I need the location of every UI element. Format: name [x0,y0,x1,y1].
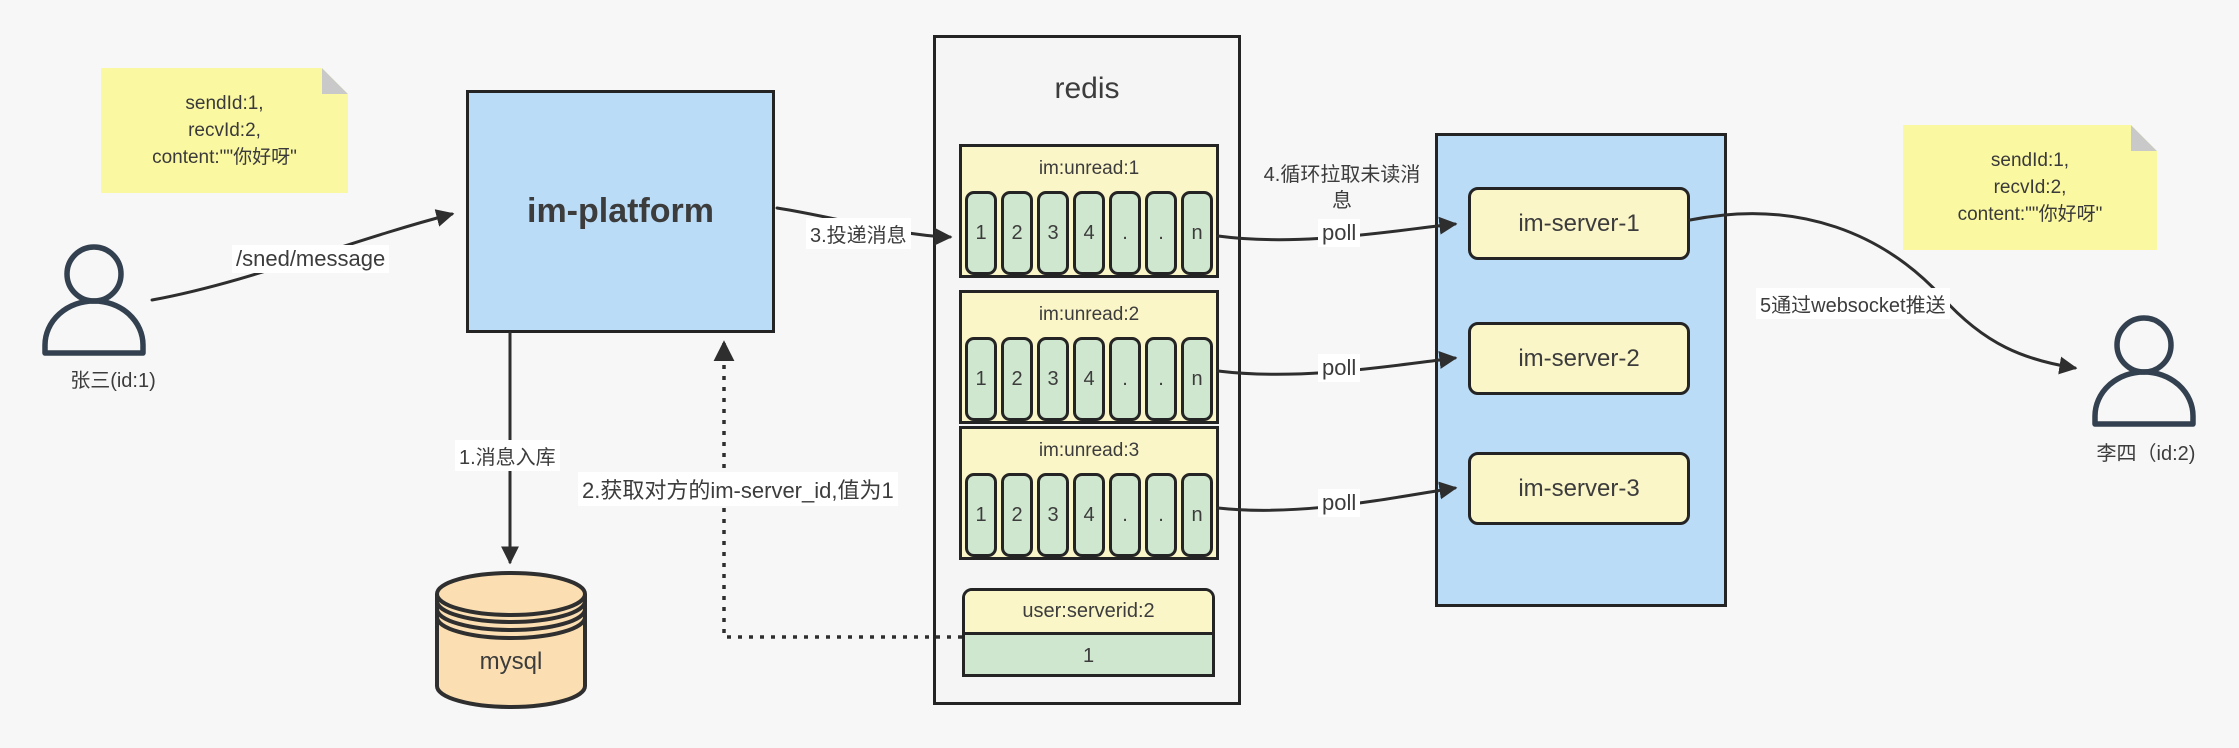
queue-cell: . [1109,191,1141,275]
edge-label-poll-3: poll [1318,489,1361,517]
queue-header: im:unread:3 [1038,440,1140,461]
queue-cell: 1 [965,337,997,421]
queue-cell: 1 [965,473,997,557]
edge-label-deliver: 3.投递消息 [806,218,911,249]
edge-label-pull-note: 4.循环拉取未读消息 [1263,164,1421,212]
queue-cell: 4 [1073,473,1105,557]
queue-cell: . [1145,191,1177,275]
queue-cells: 1 2 3 4 . . n [962,337,1216,421]
queue-cell: 2 [1001,191,1033,275]
mysql-label: mysql [479,648,543,675]
queue-cells: 1 2 3 4 . . n [962,191,1216,275]
queue-cell: 2 [1001,337,1033,421]
serverid-value: 1 [965,635,1212,674]
queue-cell: 4 [1073,191,1105,275]
unread-queue-3: im:unread:3 1 2 3 4 . . n [959,426,1219,560]
queue-cells: 1 2 3 4 . . n [962,473,1216,557]
im-server-1-box: im-server-1 [1468,187,1690,260]
queue-cell: 3 [1037,337,1069,421]
queue-cell: . [1109,337,1141,421]
queue-cell: n [1181,473,1213,557]
queue-cell: 1 [965,191,997,275]
note-fold-corner [2131,125,2157,151]
edge-label-poll-1: poll [1318,219,1361,247]
queue-cell: . [1145,473,1177,557]
queue-cell: . [1109,473,1141,557]
unread-queue-1: im:unread:1 1 2 3 4 . . n [959,144,1219,278]
im-platform-box: im-platform [466,90,775,333]
sticky-note-receiver: sendId:1, recvId:2, content:""你好呀" [1903,125,2157,250]
queue-header: im:unread:2 [1038,304,1140,325]
user-label-receiver: 李四（id:2) [2096,443,2196,465]
note-line: content:""你好呀" [1957,204,2103,225]
user-icon [42,244,146,356]
edge-label-store: 1.消息入库 [455,440,560,471]
edge-label-send: /sned/message [232,245,390,273]
serverid-header: user:serverid:2 [965,591,1212,635]
note-line: sendId:1, [185,93,264,114]
queue-cell: 4 [1073,337,1105,421]
note-line: recvId:2, [188,120,261,141]
queue-cell: 2 [1001,473,1033,557]
note-line: content:""你好呀" [152,147,297,168]
user-icon [2092,315,2196,427]
edge-label-lookup: 2.获取对方的im-server_id,值为1 [578,472,898,506]
sticky-note-sender: sendId:1, recvId:2, content:""你好呀" [101,68,348,193]
unread-queue-2: im:unread:2 1 2 3 4 . . n [959,290,1219,424]
queue-cell: n [1181,337,1213,421]
redis-title: redis [1054,72,1120,105]
user-label-sender: 张三(id:1) [70,370,156,392]
queue-cell: 3 [1037,473,1069,557]
note-line: sendId:1, [1990,150,2070,171]
queue-cell: 3 [1037,191,1069,275]
queue-header: im:unread:1 [1038,158,1140,179]
queue-cell: . [1145,337,1177,421]
queue-cell: n [1181,191,1213,275]
note-line: recvId:2, [1993,177,2067,198]
serverid-box: user:serverid:2 1 [962,588,1215,677]
edge-label-push: 5通过websocket推送 [1756,288,1950,319]
mysql-cylinder-icon [435,571,587,709]
im-server-2-box: im-server-2 [1468,322,1690,395]
im-server-3-box: im-server-3 [1468,452,1690,525]
edge-label-poll-2: poll [1318,354,1361,382]
note-fold-corner [322,68,348,94]
